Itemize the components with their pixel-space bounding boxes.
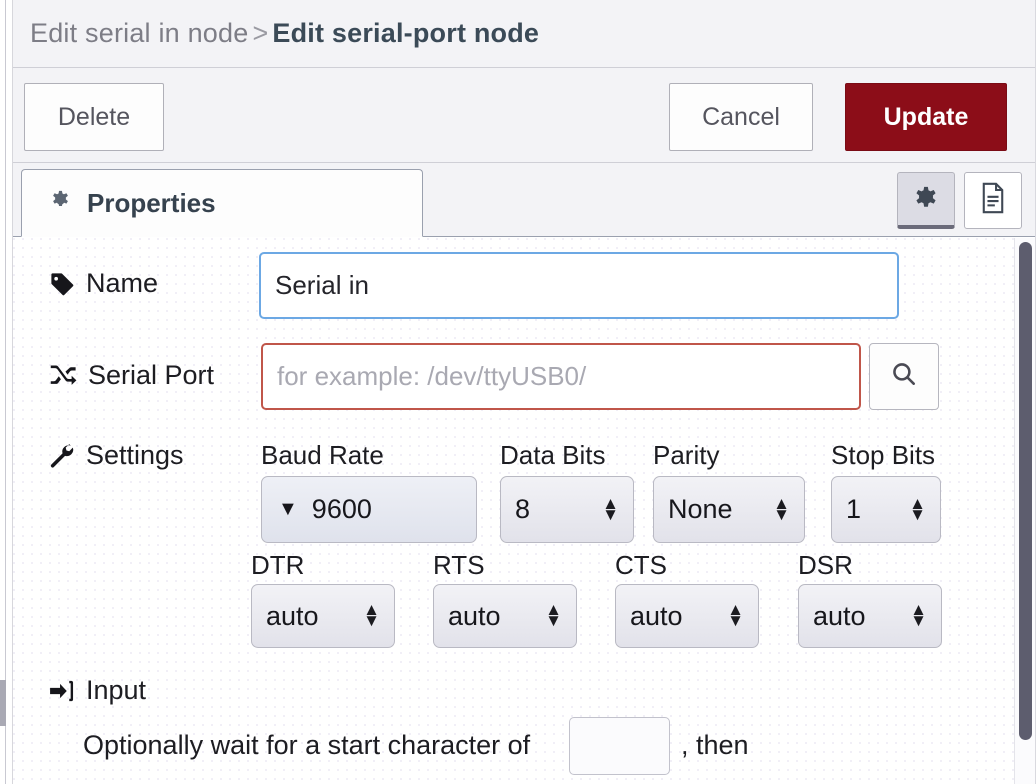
settings-tool-button[interactable] <box>897 172 955 229</box>
name-label: Name <box>86 268 159 298</box>
dsr-label: DSR <box>798 550 853 580</box>
edge-hairline <box>5 0 6 784</box>
spinner-icon: ▲▼ <box>727 600 744 630</box>
cts-label: CTS <box>615 550 667 580</box>
gear-icon <box>48 188 73 218</box>
dtr-value: auto <box>266 600 319 631</box>
properties-panel: Name Serial Port <box>13 238 1036 784</box>
breadcrumb-current: Edit serial-port node <box>272 18 540 48</box>
cancel-button[interactable]: Cancel <box>669 83 813 151</box>
dialog-button-bar: Delete Cancel Update <box>13 68 1036 163</box>
breadcrumb-parent[interactable]: Edit serial in node <box>30 18 249 48</box>
shuffle-icon <box>49 363 77 389</box>
spinner-icon: ▲▼ <box>910 600 927 630</box>
search-icon <box>890 360 918 393</box>
spinner-icon: ▲▼ <box>545 600 562 630</box>
stop-bits-value: 1 <box>846 494 862 524</box>
input-section-label: Input <box>86 675 147 705</box>
tab-strip: Properties <box>13 163 1036 237</box>
parity-value: None <box>668 494 733 524</box>
stop-bits-select[interactable]: 1 ▲▼ <box>831 476 941 543</box>
dsr-select[interactable]: auto ▲▼ <box>798 584 942 648</box>
spinner-icon: ▲▼ <box>773 493 790 524</box>
rts-value: auto <box>448 600 501 631</box>
dtr-label: DTR <box>251 550 305 580</box>
serial-port-label-group: Serial Port <box>49 360 214 391</box>
gear-icon <box>911 182 941 217</box>
spinner-icon: ▲▼ <box>909 493 926 524</box>
baud-rate-select[interactable]: ▼ 9600 <box>261 476 477 543</box>
rts-label: RTS <box>433 550 485 580</box>
description-tool-button[interactable] <box>964 172 1022 229</box>
parity-select[interactable]: None ▲▼ <box>653 476 805 543</box>
data-bits-value: 8 <box>515 494 531 524</box>
wrench-icon <box>49 443 75 469</box>
dialog-header: Edit serial in node>Edit serial-port nod… <box>13 0 1036 68</box>
description-icon <box>979 182 1007 219</box>
parity-label: Parity <box>653 440 720 470</box>
settings-label: Settings <box>86 440 184 470</box>
node-port-stub <box>0 680 6 726</box>
tab-properties[interactable]: Properties <box>21 169 423 237</box>
data-bits-select[interactable]: 8 ▲▼ <box>500 476 634 543</box>
dialog-left-edge <box>0 0 13 784</box>
spinner-icon: ▲▼ <box>602 493 619 524</box>
breadcrumb-separator: > <box>252 18 269 48</box>
settings-label-group: Settings <box>49 440 184 471</box>
breadcrumb: Edit serial in node>Edit serial-port nod… <box>13 18 539 49</box>
name-input[interactable] <box>259 252 899 319</box>
start-character-sentence-before: Optionally wait for a start character of <box>83 730 531 760</box>
cts-value: auto <box>630 600 683 631</box>
name-label-group: Name <box>49 268 158 299</box>
input-section-heading: Input <box>49 675 146 706</box>
stop-bits-label: Stop Bits <box>831 440 936 470</box>
sign-in-icon <box>49 679 75 703</box>
baud-rate-value: 9600 <box>311 494 372 524</box>
vertical-scrollbar-thumb[interactable] <box>1019 242 1032 740</box>
baud-rate-label: Baud Rate <box>261 440 384 470</box>
serial-port-input[interactable] <box>261 343 861 410</box>
data-bits-label: Data Bits <box>500 440 606 470</box>
spinner-icon: ▲▼ <box>363 600 380 630</box>
chevron-down-icon: ▼ <box>278 498 298 520</box>
update-button[interactable]: Update <box>845 83 1007 151</box>
dsr-value: auto <box>813 600 866 631</box>
rts-select[interactable]: auto ▲▼ <box>433 584 577 648</box>
tab-properties-label: Properties <box>87 187 216 218</box>
start-character-input[interactable] <box>569 717 670 775</box>
cts-select[interactable]: auto ▲▼ <box>615 584 759 648</box>
serial-port-search-button[interactable] <box>869 343 939 410</box>
start-character-sentence-after: , then <box>681 730 749 760</box>
serial-port-label: Serial Port <box>88 360 215 390</box>
vertical-scrollbar-track[interactable] <box>1014 238 1036 784</box>
dtr-select[interactable]: auto ▲▼ <box>251 584 395 648</box>
delete-button[interactable]: Delete <box>24 83 164 151</box>
tag-icon <box>49 271 75 297</box>
